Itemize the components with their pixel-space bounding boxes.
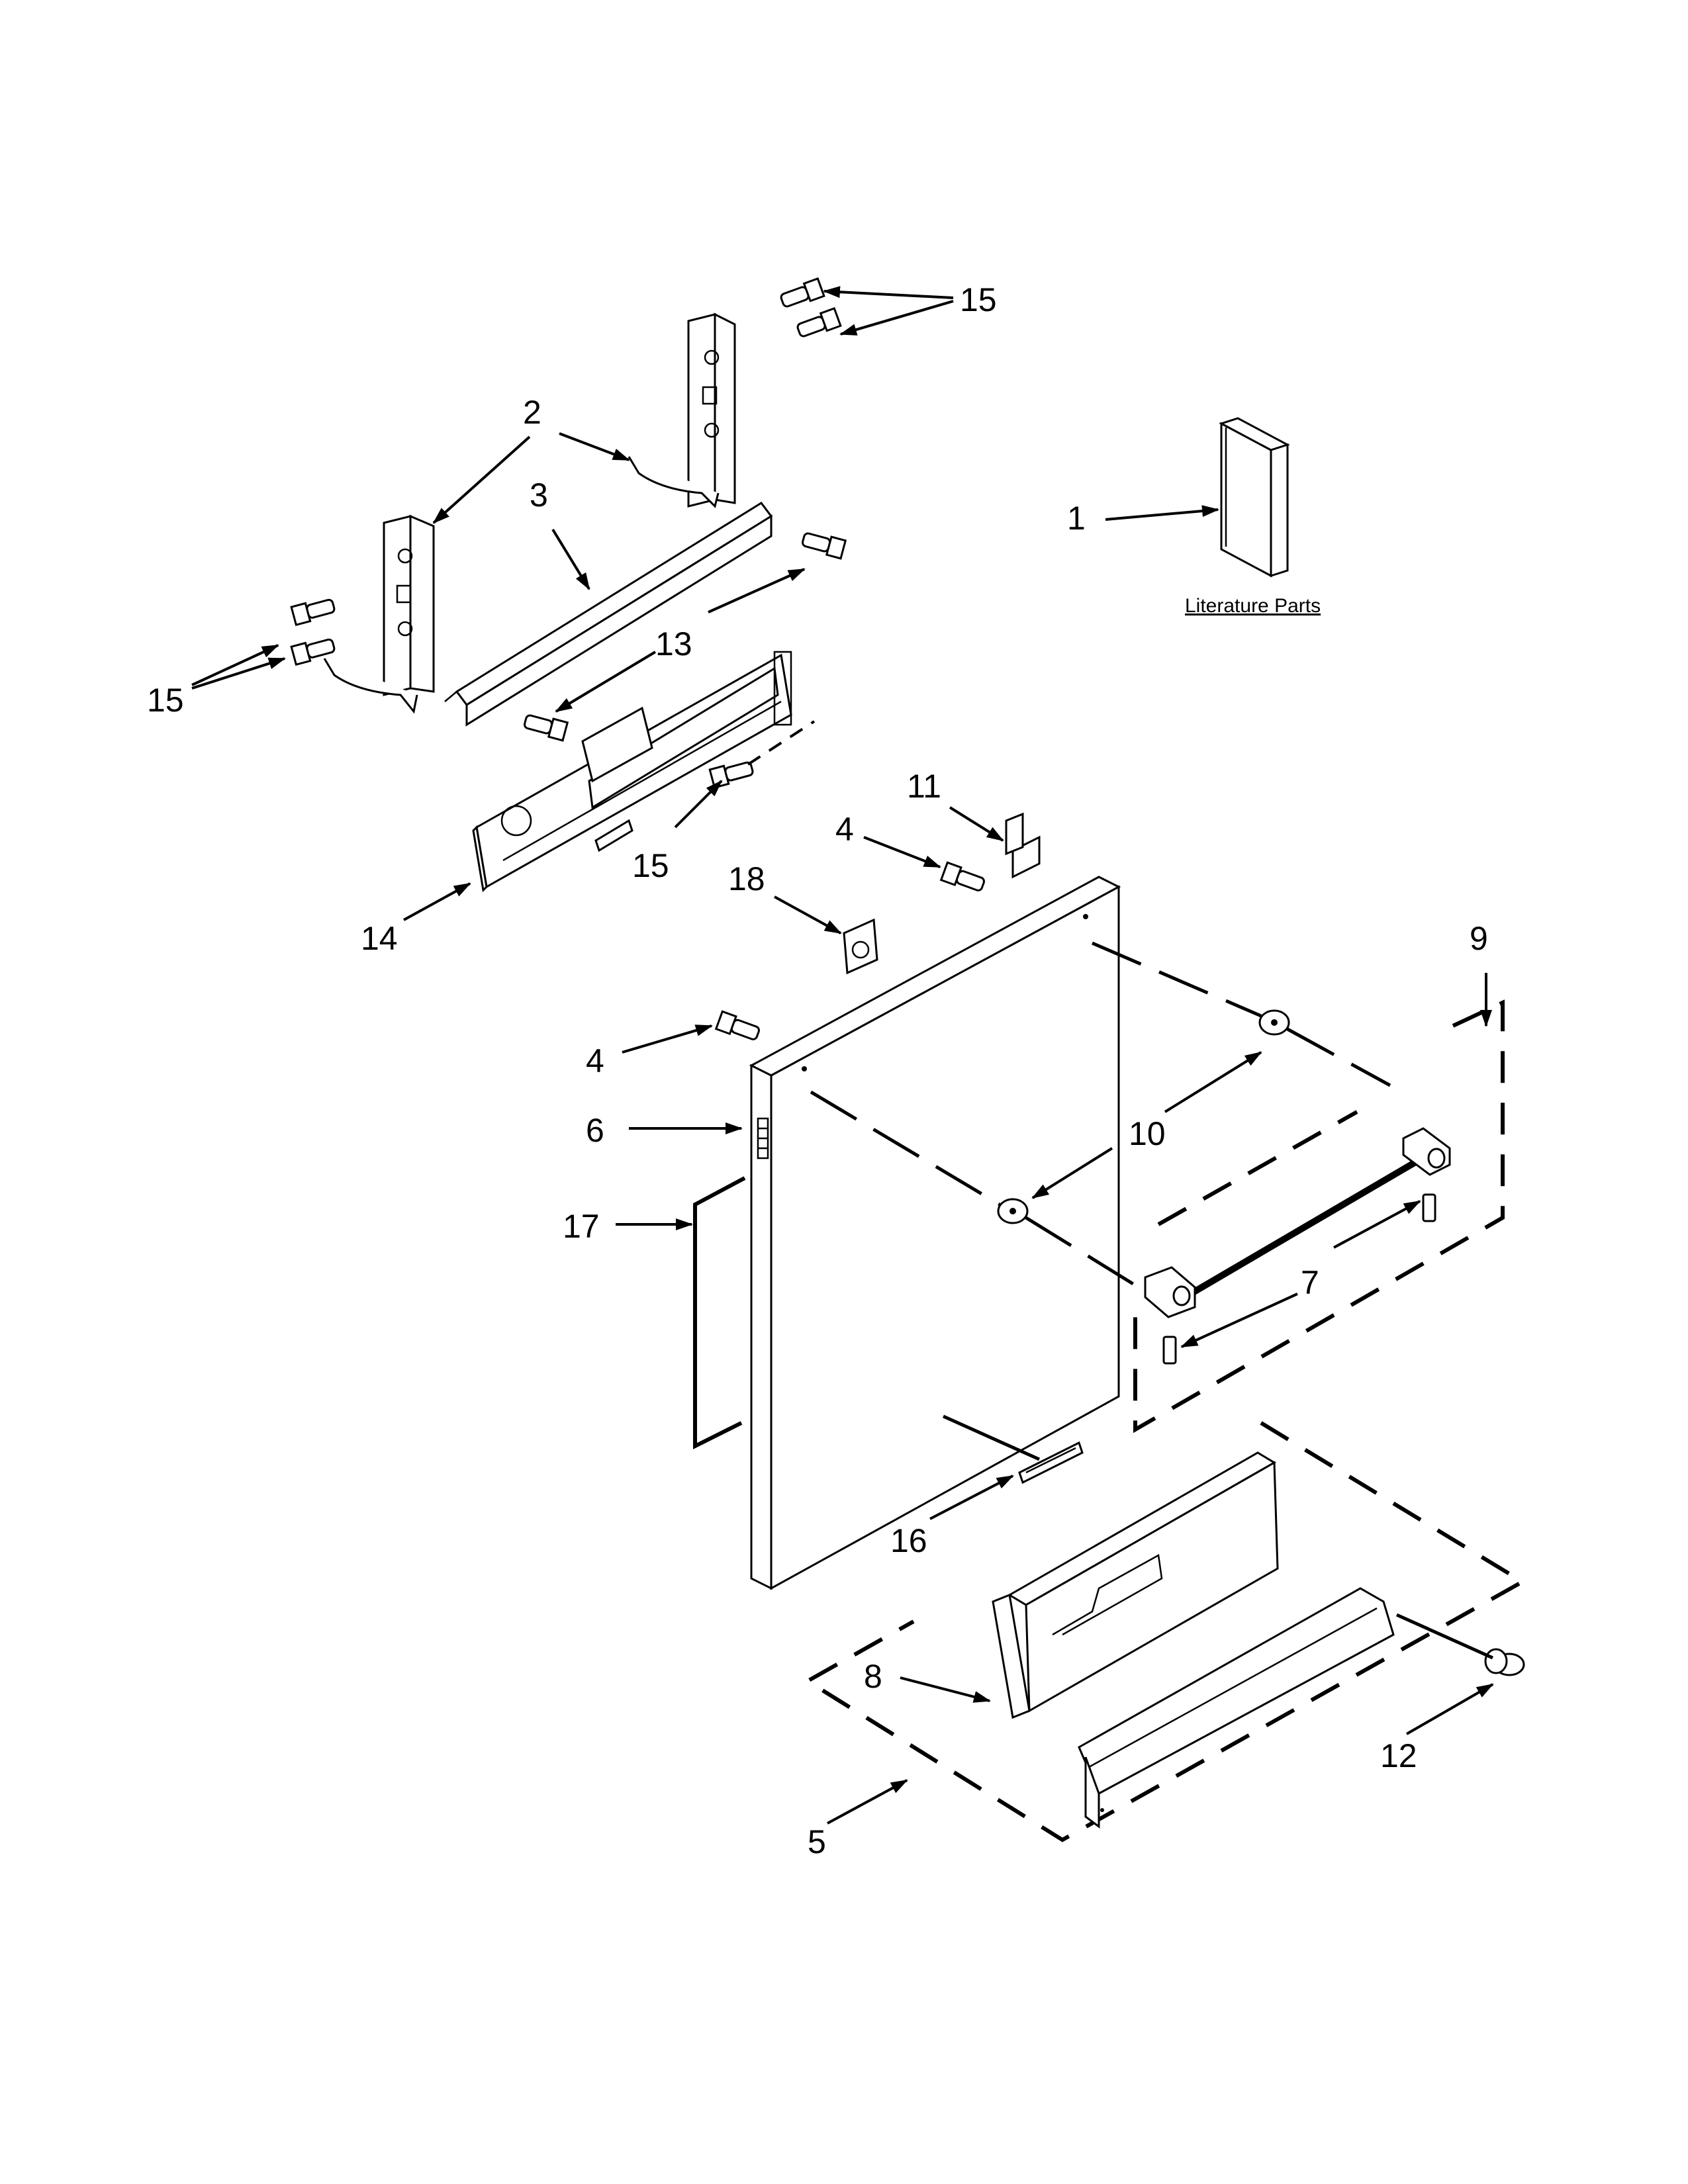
callout-5: 5 <box>808 1823 826 1860</box>
literature-booklet <box>1219 417 1290 578</box>
callout-13: 13 <box>655 625 692 662</box>
screw-15-top-1 <box>780 277 825 308</box>
callout-16: 16 <box>890 1522 927 1559</box>
door-handle <box>1144 1127 1451 1318</box>
callout-4-left: 4 <box>586 1042 604 1079</box>
screw-4-left <box>714 1010 760 1040</box>
logo-badge <box>1018 1441 1084 1484</box>
callout-2: 2 <box>523 394 541 431</box>
callout-11: 11 <box>907 768 941 805</box>
callout-9: 9 <box>1470 920 1488 957</box>
literature-parts-label: Literature Parts <box>1185 595 1321 617</box>
callout-15-top: 15 <box>960 281 997 318</box>
callout-18: 18 <box>728 860 765 897</box>
part-18-latch <box>843 918 878 975</box>
callout-15-console: 15 <box>632 847 669 884</box>
screw-4-top <box>939 861 985 891</box>
callout-12: 12 <box>1380 1737 1417 1774</box>
screw-15-left-1 <box>290 598 336 627</box>
handle-stud-right <box>1422 1193 1436 1222</box>
door-panel <box>749 876 1121 1590</box>
callout-8: 8 <box>864 1658 882 1695</box>
part-12-screw <box>1484 1648 1525 1676</box>
toe-kick-kit-box <box>804 1421 1526 1843</box>
callout-3: 3 <box>530 477 548 514</box>
callout-7: 7 <box>1301 1264 1319 1301</box>
right-mounting-bracket <box>628 312 736 508</box>
toe-kick-rear <box>1078 1587 1395 1829</box>
callout-6: 6 <box>586 1112 604 1149</box>
callout-10: 10 <box>1129 1115 1166 1152</box>
callout-15-left: 15 <box>147 682 184 719</box>
screw-13-left <box>524 714 569 742</box>
screw-13-right <box>802 532 847 560</box>
top-rail <box>444 502 773 727</box>
console-assembly <box>472 651 792 893</box>
handle-kit-box <box>1133 999 1505 1433</box>
callout-14: 14 <box>361 920 398 957</box>
spacer-upper <box>1258 1009 1290 1036</box>
part-11-bracket <box>1005 812 1041 879</box>
handle-stud-left <box>1162 1336 1177 1365</box>
spacer-lower <box>997 1198 1029 1224</box>
screw-15-left-2 <box>290 638 336 666</box>
door-gasket <box>693 1176 746 1449</box>
toe-kick-front <box>992 1451 1279 1719</box>
screw-15-top-2 <box>796 306 842 338</box>
left-mounting-bracket <box>323 514 435 714</box>
callout-1: 1 <box>1067 500 1086 537</box>
screws <box>290 277 985 1040</box>
callout-17: 17 <box>563 1208 600 1245</box>
callout-4-top: 4 <box>835 811 854 848</box>
callout-leaders <box>191 286 1494 1825</box>
